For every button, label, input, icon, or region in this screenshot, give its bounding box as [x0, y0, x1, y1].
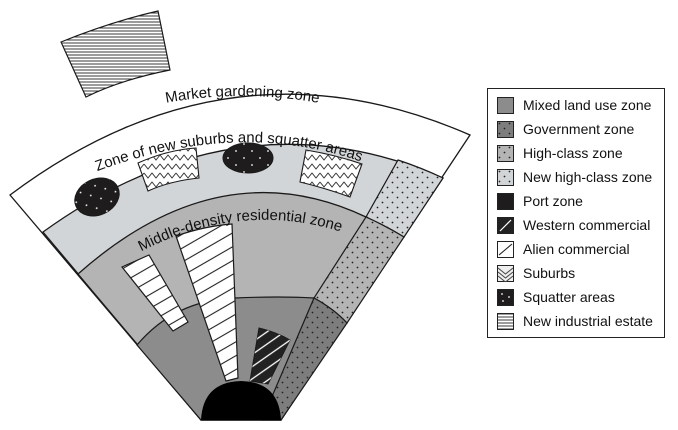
port-swatch-icon	[497, 192, 514, 210]
mixed-swatch-icon	[497, 96, 514, 114]
legend-item-suburbs: Suburbs	[497, 264, 575, 282]
label-market-gardening: Market gardening zone	[164, 83, 321, 107]
legend: Mixed land use zone Government zone High…	[487, 88, 665, 338]
industrial-estate	[60, 10, 171, 98]
government-dots	[262, 298, 347, 420]
squatter-area-left	[74, 177, 120, 217]
port-zone	[201, 381, 281, 420]
legend-item-industrial: New industrial estate	[497, 312, 653, 330]
legend-item-mixed: Mixed land use zone	[497, 96, 651, 114]
western-swatch-icon	[497, 216, 514, 234]
legend-item-high-class: High-class zone	[497, 144, 623, 162]
high-class-swatch-icon	[497, 144, 514, 162]
legend-item-port: Port zone	[497, 192, 583, 210]
squatter-area-center	[222, 142, 274, 174]
legend-item-alien: Alien commercial	[497, 240, 630, 258]
legend-item-western: Western commercial	[497, 216, 650, 234]
government-swatch-icon	[497, 120, 514, 138]
legend-item-new-high-class: New high-class zone	[497, 168, 652, 186]
squatter-swatch-icon	[497, 288, 514, 306]
industrial-swatch-icon	[497, 312, 514, 330]
new-high-class-swatch-icon	[497, 168, 514, 186]
new-high-class-dots	[366, 160, 443, 237]
suburbs-swatch-icon	[497, 264, 514, 282]
legend-item-government: Government zone	[497, 120, 634, 138]
legend-item-squatter: Squatter areas	[497, 288, 615, 306]
alien-swatch-icon	[497, 240, 514, 258]
high-class-dots	[314, 217, 404, 323]
